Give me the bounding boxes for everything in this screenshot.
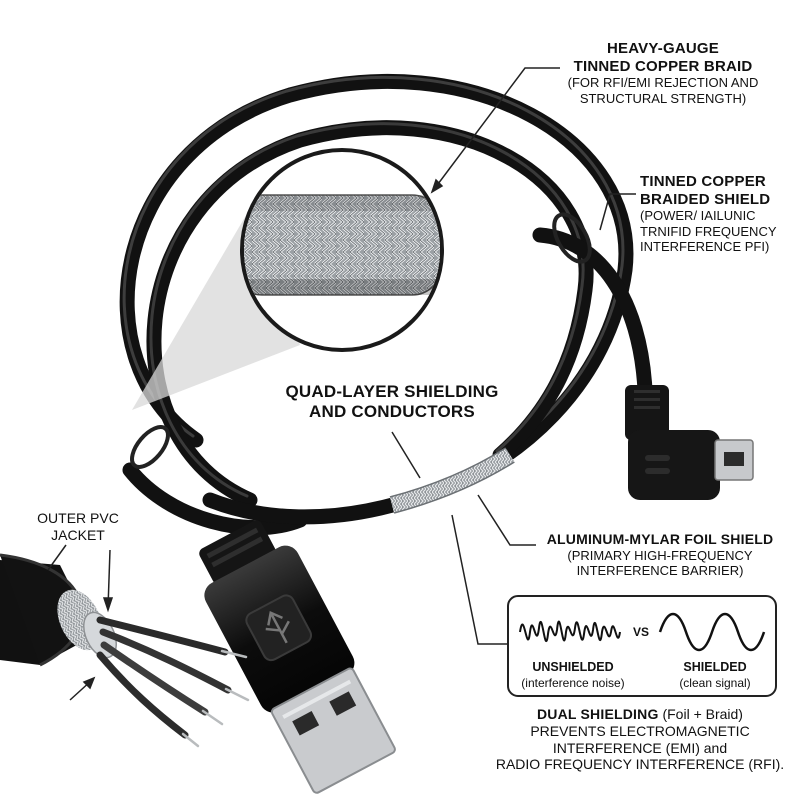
label-quad-layer: QUAD-LAYER SHIELDING AND CONDUCTORS (262, 382, 522, 422)
comparison-vs: VS (633, 625, 650, 639)
tinned-shield-heading-1: TINNED COPPER (640, 173, 766, 190)
heavy-braid-heading-2: TINNED COPPER BRAID (573, 57, 753, 75)
mini-usb-connector (625, 385, 754, 500)
heavy-braid-desc-1: (FOR RFI/EMI REJECTION AND (567, 75, 759, 91)
magnifier-lens (240, 148, 444, 352)
dual-line-2: PREVENTS ELECTROMAGNETIC (530, 722, 750, 739)
quad-layer-heading-2: AND CONDUCTORS (309, 402, 475, 422)
leader-tinned-shield (599, 193, 636, 231)
cable-cross-section (0, 553, 250, 748)
quad-layer-heading-1: QUAD-LAYER SHIELDING (285, 382, 499, 401)
foil-shield-heading: ALUMINUM-MYLAR FOIL SHIELD (546, 531, 774, 547)
cable-to-usb (122, 462, 308, 536)
leader-heavy-braid (431, 67, 560, 193)
leader-outer-jacket (47, 544, 67, 571)
cable-loop-outer (119, 73, 634, 508)
inner-conductors (96, 616, 232, 739)
heavy-braid-heading-1: HEAVY-GAUGE (607, 40, 719, 57)
cable-tie-left (130, 425, 170, 469)
leader-dual (451, 514, 510, 645)
label-dual-shielding: DUAL SHIELDING (Foil + Braid) PREVENTS E… (480, 706, 800, 773)
dual-line-1: DUAL SHIELDING (Foil + Braid) (537, 706, 743, 722)
cable-loop-inner (146, 120, 594, 508)
tinned-shield-desc-3: INTERFERENCE PFI) (640, 239, 770, 255)
caption-shielded: SHIELDED (clean signal) (640, 660, 790, 691)
dual-bold-lead: DUAL SHIELDING (537, 706, 659, 722)
dual-line-3: INTERFERENCE (EMI) and (552, 739, 728, 756)
dual-line-4: RADIO FREQUENCY INTERFERENCE (RFI). (495, 756, 785, 773)
cable-to-right-angle (532, 227, 653, 398)
label-foil-shield: ALUMINUM-MYLAR FOIL SHIELD (PRIMARY HIGH… (540, 531, 780, 578)
signal-comparison-box (507, 595, 777, 697)
label-tinned-shield: TINNED COPPER BRAIDED SHIELD (POWER/ IAI… (640, 173, 800, 254)
foil-shield-desc-2: INTERFERENCE BARRIER) (576, 562, 744, 578)
unshielded-caption: (interference noise) (521, 675, 625, 690)
leader-lines (47, 67, 636, 701)
leader-foil (477, 494, 536, 546)
unshielded-title: UNSHIELDED (532, 660, 614, 674)
cable-coil (119, 73, 653, 536)
shielded-title: SHIELDED (683, 660, 747, 674)
dual-lead-rest: (Foil + Braid) (658, 706, 743, 722)
shielded-caption: (clean signal) (679, 675, 751, 690)
usb-symbol-icon (265, 611, 290, 644)
heavy-braid-desc-2: STRUCTURAL STRENGTH) (579, 90, 747, 106)
label-heavy-braid: HEAVY-GAUGE TINNED COPPER BRAID (FOR RFI… (548, 40, 778, 106)
tinned-shield-heading-2: BRAIDED SHIELD (640, 190, 771, 208)
caption-unshielded: UNSHIELDED (interference noise) (498, 660, 648, 691)
braid-closeup (244, 194, 440, 296)
foil-shield-desc-1: (PRIMARY HIGH-FREQUENCY (567, 547, 753, 563)
label-outer-jacket: OUTER PVC JACKET (18, 510, 138, 543)
tinned-shield-desc-1: (POWER/ IAILUNIC (640, 208, 756, 224)
exposed-braid-section (389, 447, 515, 514)
outer-jacket-line-1: OUTER PVC (37, 510, 119, 526)
usb-a-connector (199, 520, 396, 794)
outer-jacket-line-2: JACKET (51, 526, 105, 543)
unshielded-wave (519, 620, 621, 643)
tinned-shield-desc-2: TRNIFID FREQUENCY (640, 223, 777, 239)
shielded-wave (658, 612, 766, 652)
leader-quad-layer (391, 431, 421, 479)
cable-tie-right (552, 212, 592, 264)
